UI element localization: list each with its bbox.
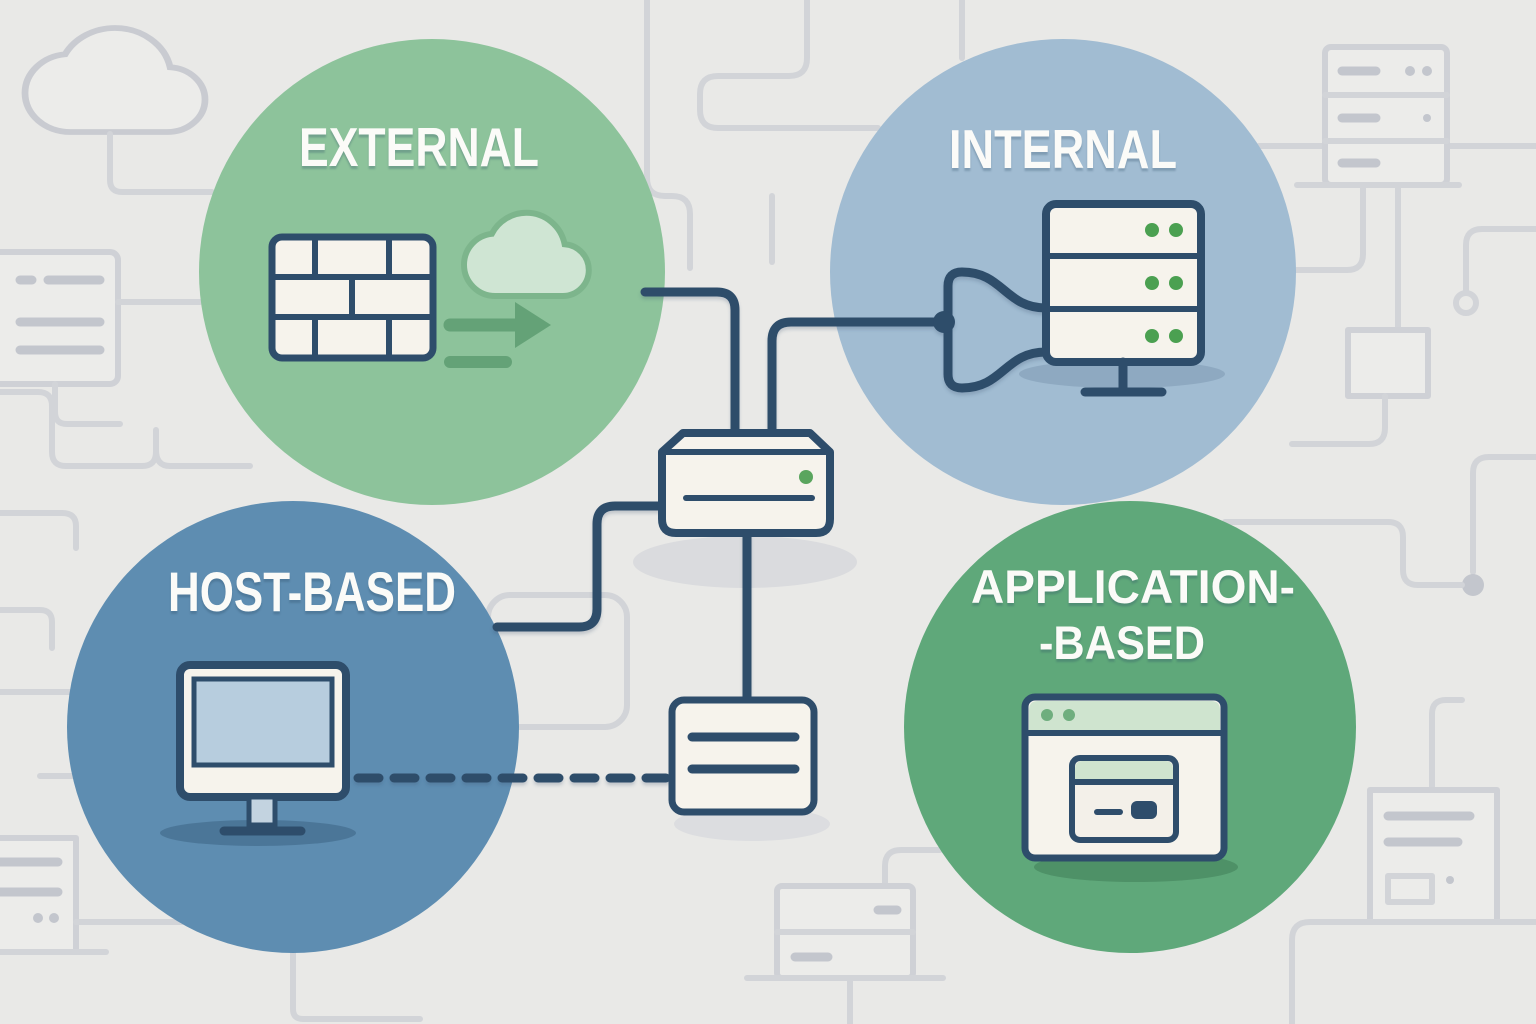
junction-node <box>933 311 955 333</box>
monitor-screen <box>191 676 335 768</box>
router-icon <box>658 429 834 537</box>
background-storage-icon <box>744 883 946 981</box>
background-tower-icon <box>0 835 79 955</box>
connectors <box>353 267 1051 783</box>
arrow-right-icon <box>443 302 551 368</box>
application-label-line2: -BASED <box>1039 616 1205 669</box>
external-label: EXTERNAL <box>299 116 539 178</box>
background-terminal-circle <box>1453 290 1479 316</box>
connector-router-to-host <box>492 501 667 632</box>
background-square <box>1345 327 1431 399</box>
browser-titlebar <box>1029 701 1220 730</box>
browser-window-icon <box>1021 693 1228 862</box>
server-rack-icon <box>1042 200 1205 397</box>
background-document-icon <box>0 249 121 387</box>
background-server-icon <box>1294 44 1462 188</box>
browser-dot <box>1041 709 1053 721</box>
server-status-leds <box>1145 223 1183 343</box>
connector-router-to-internal <box>767 317 940 435</box>
browser-card-button <box>1131 801 1157 819</box>
application-label-line1: APPLICATION- <box>971 560 1295 613</box>
desktop-monitor-icon <box>176 661 350 836</box>
internal-label: INTERNAL <box>949 118 1177 180</box>
background-card-icon <box>1367 787 1500 925</box>
browser-dot <box>1063 709 1075 721</box>
browser-inner-card <box>1069 755 1179 843</box>
monitor-neck <box>246 794 278 828</box>
firewall-appliance-icon <box>668 696 818 816</box>
firewall-brick-wall-icon <box>268 233 437 362</box>
connector-external-to-router <box>640 287 740 435</box>
router-led <box>799 470 813 484</box>
host-label: HOST-BASED <box>168 560 456 623</box>
